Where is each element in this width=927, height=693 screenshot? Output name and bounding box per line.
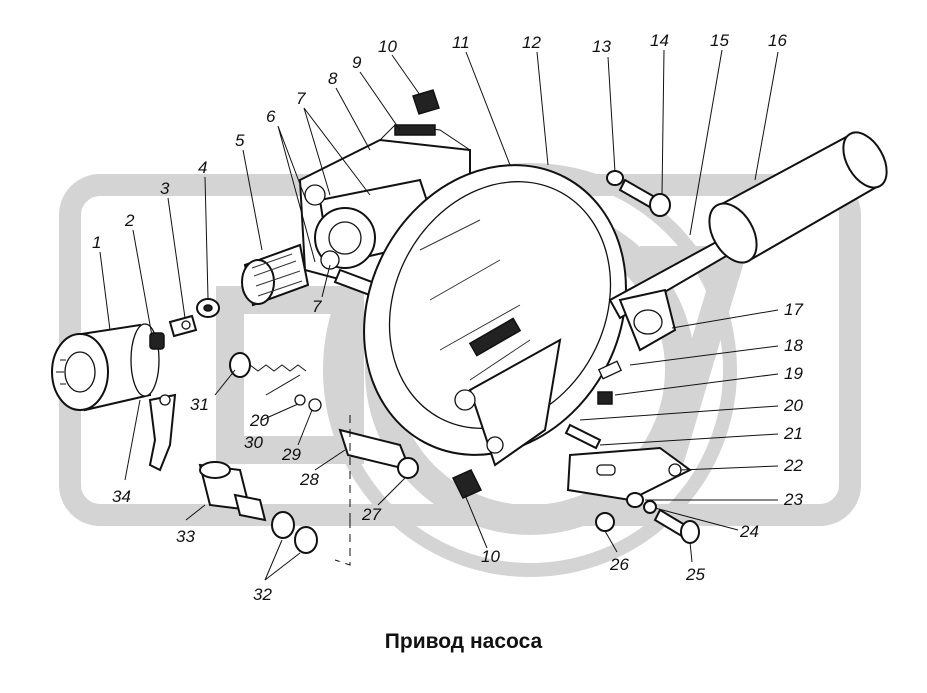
part-17-bracket [618, 288, 677, 352]
part-11-12-flange [363, 164, 627, 467]
callout-labels: 1 2 3 4 5 6 7 7 8 9 10 10 11 12 13 14 15… [92, 31, 803, 604]
callout-1: 1 [92, 233, 101, 252]
callout-10-top: 10 [378, 37, 397, 56]
callout-8: 8 [328, 69, 338, 88]
part-29-30-balls [294, 394, 322, 412]
callout-20-right: 20 [783, 396, 803, 415]
callout-34: 34 [112, 487, 131, 506]
part-23-24-25-bolt-set [626, 492, 700, 544]
callout-5: 5 [235, 131, 245, 150]
callout-4: 4 [198, 158, 207, 177]
part-1-coupling [51, 323, 160, 412]
part-26-washer [595, 512, 615, 532]
callout-20-left: 20 [249, 411, 269, 430]
callout-6: 6 [266, 107, 276, 126]
callout-17: 17 [784, 300, 803, 319]
part-21-rod [564, 423, 602, 450]
part-16-handle [708, 131, 888, 264]
callout-13: 13 [592, 37, 611, 56]
callout-7-bottom: 7 [312, 297, 322, 316]
part-5-gear [241, 243, 310, 307]
part-10-plug-top [412, 89, 440, 115]
callout-27: 27 [361, 505, 381, 524]
callout-25: 25 [685, 565, 705, 584]
callout-14: 14 [650, 31, 669, 50]
callout-3: 3 [160, 179, 170, 198]
callout-26: 26 [609, 555, 629, 574]
callout-22: 22 [783, 456, 803, 475]
callout-32: 32 [253, 585, 272, 604]
part-34-lever-arm [148, 393, 177, 472]
callout-11: 11 [452, 33, 470, 52]
callout-33: 33 [176, 527, 195, 546]
callout-29: 29 [281, 445, 301, 464]
part-33-valve [198, 461, 267, 522]
callout-30: 30 [244, 433, 263, 452]
callout-28: 28 [299, 470, 319, 489]
part-22-plate [566, 446, 692, 502]
callout-9: 9 [352, 53, 362, 72]
callout-15: 15 [710, 31, 729, 50]
part-18-19-fasteners [597, 360, 623, 405]
part-3-lock-plate [168, 314, 198, 338]
callout-31: 31 [190, 395, 209, 414]
callout-24: 24 [739, 522, 759, 541]
callout-16: 16 [768, 31, 787, 50]
leader-lines [99, 49, 779, 581]
part-10-plug-bottom [451, 469, 483, 499]
part-13-washer [606, 170, 624, 186]
callout-7-top: 7 [296, 89, 306, 108]
callout-19: 19 [784, 364, 803, 383]
callout-2: 2 [124, 211, 135, 230]
callout-12: 12 [522, 33, 541, 52]
callout-21: 21 [783, 424, 803, 443]
part-27-28-cylinder [334, 415, 419, 566]
part-4-washer [196, 298, 220, 318]
part-32-rings [271, 511, 318, 554]
part-14-bolt [618, 178, 671, 217]
callout-23: 23 [783, 490, 803, 509]
part-2-bolt [149, 332, 165, 350]
callout-18: 18 [784, 336, 803, 355]
callout-10-bottom: 10 [481, 547, 500, 566]
part-31-spring [229, 352, 307, 378]
diagram-caption: Привод насоса [384, 630, 543, 653]
